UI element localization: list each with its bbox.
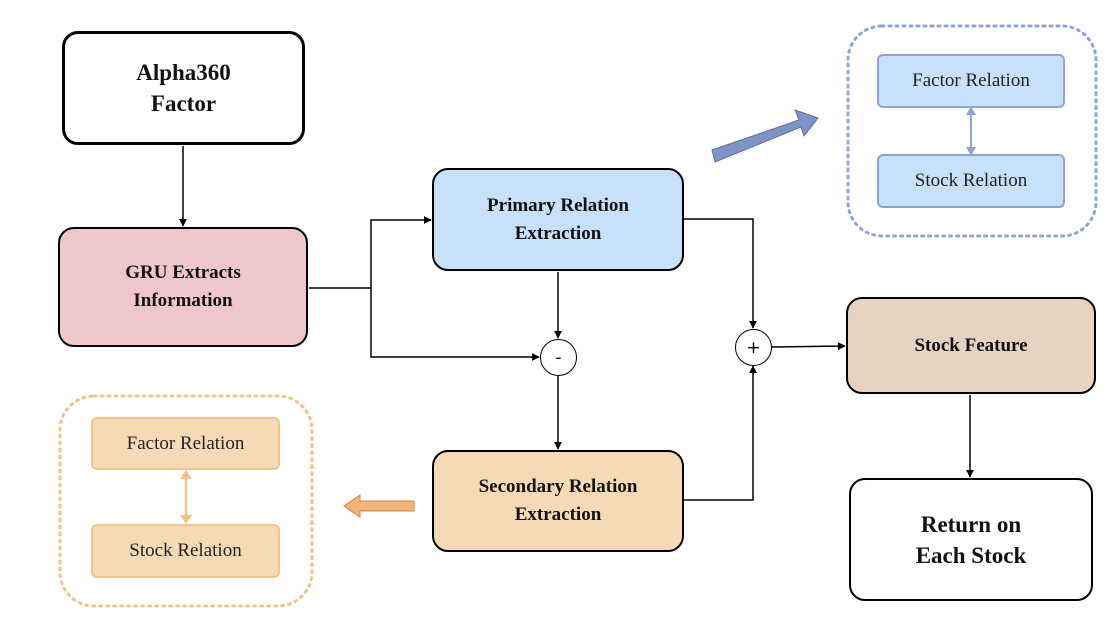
primary-relation-node: Primary Relation Extraction: [432, 168, 684, 271]
orange-double-arrow-head-bottom: [180, 515, 192, 524]
alpha360-line2: Factor: [150, 91, 217, 116]
orange-stock-relation-box: Stock Relation: [91, 524, 280, 578]
blue-double-arrow-head-top: [966, 106, 976, 115]
primary-line1: Primary Relation: [487, 194, 629, 216]
gru-extracts-node: GRU Extracts Information: [58, 227, 308, 347]
orange-factor-relation-box: Factor Relation: [91, 417, 280, 470]
secondary-relation-node: Secondary Relation Extraction: [432, 450, 684, 552]
stock-feature-node: Stock Feature: [846, 297, 1096, 394]
edge-split-to-primary: [370, 216, 432, 288]
gru-line1: GRU Extracts: [125, 262, 241, 283]
edge-secondary-to-plus: [684, 365, 757, 501]
edge-split-to-minus: [370, 288, 540, 361]
return-on-each-stock-node: Return on Each Stock: [849, 478, 1093, 601]
minus-operator: -: [540, 339, 577, 376]
orange-double-arrow-head-top: [180, 470, 192, 479]
plus-operator: +: [735, 329, 772, 366]
orange-block-arrow: [343, 494, 415, 518]
secondary-line1: Secondary Relation: [478, 476, 638, 497]
blue-factor-relation-box: Factor Relation: [877, 54, 1065, 108]
stock-feature-label: Stock Feature: [914, 334, 1028, 356]
alpha360-line1: Alpha360: [136, 60, 231, 85]
gru-line2: Information: [133, 290, 233, 311]
edge-plus-to-feature: [771, 342, 846, 351]
alpha360-factor-node: Alpha360 Factor: [62, 31, 305, 145]
return-line1: Return on: [920, 511, 1022, 537]
primary-line2: Extraction: [514, 222, 602, 244]
return-line2: Each Stock: [915, 542, 1027, 568]
orange-legend-frame: [58, 394, 314, 608]
edge-primary-to-plus: [684, 218, 757, 329]
blue-stock-relation-box: Stock Relation: [877, 154, 1065, 208]
blue-legend-frame: [846, 24, 1098, 238]
secondary-line2: Extraction: [514, 504, 602, 525]
blue-double-arrow-head-bottom: [966, 147, 976, 156]
blue-block-arrow: [711, 109, 819, 163]
